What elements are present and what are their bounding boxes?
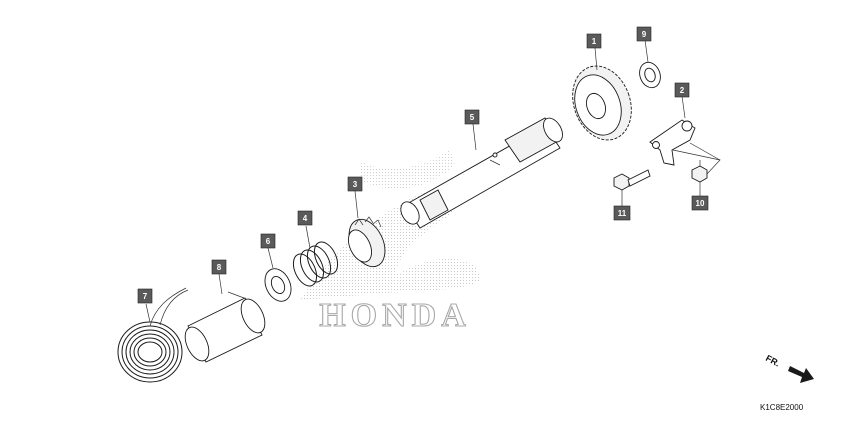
svg-text:5: 5 xyxy=(470,113,475,122)
svg-text:1: 1 xyxy=(592,37,597,46)
figure-code: K1C8E2000 xyxy=(760,403,804,412)
callout-3: 3 xyxy=(347,176,363,192)
part-10-bolt xyxy=(691,160,708,183)
callout-9: 9 xyxy=(636,26,652,42)
svg-text:9: 9 xyxy=(642,30,647,39)
part-11-bolt xyxy=(613,169,651,191)
fr-label: FR. xyxy=(764,353,781,369)
callout-11: 11 xyxy=(613,205,631,221)
part-6-washer xyxy=(264,268,292,302)
part-9-washer xyxy=(639,61,661,89)
callout-1: 1 xyxy=(586,33,602,49)
svg-text:3: 3 xyxy=(353,180,358,189)
svg-text:11: 11 xyxy=(618,209,627,218)
part-3-ratchet xyxy=(347,216,386,268)
part-2-stopper xyxy=(649,119,696,166)
svg-text:7: 7 xyxy=(143,292,148,301)
svg-text:6: 6 xyxy=(266,237,271,246)
callout-2: 2 xyxy=(674,82,690,98)
callout-4: 4 xyxy=(297,210,313,226)
part-1-gear xyxy=(572,65,632,141)
front-direction-indicator: FR. xyxy=(764,353,814,383)
svg-text:4: 4 xyxy=(303,214,308,223)
honda-watermark-text: HONDA xyxy=(319,297,471,334)
svg-text:8: 8 xyxy=(217,263,222,272)
svg-text:2: 2 xyxy=(680,86,685,95)
callout-7: 7 xyxy=(137,288,153,304)
part-5-spindle xyxy=(400,117,563,229)
front-arrow-icon xyxy=(788,366,814,383)
part-7-coil-spring xyxy=(117,287,189,383)
part-4-spring xyxy=(292,241,339,287)
callout-8: 8 xyxy=(211,259,227,275)
leader-lines xyxy=(145,39,721,323)
callout-6: 6 xyxy=(260,233,276,249)
part-8-collar xyxy=(184,291,266,363)
svg-text:10: 10 xyxy=(696,199,705,208)
callout-10: 10 xyxy=(691,195,709,211)
callout-5: 5 xyxy=(464,109,480,125)
